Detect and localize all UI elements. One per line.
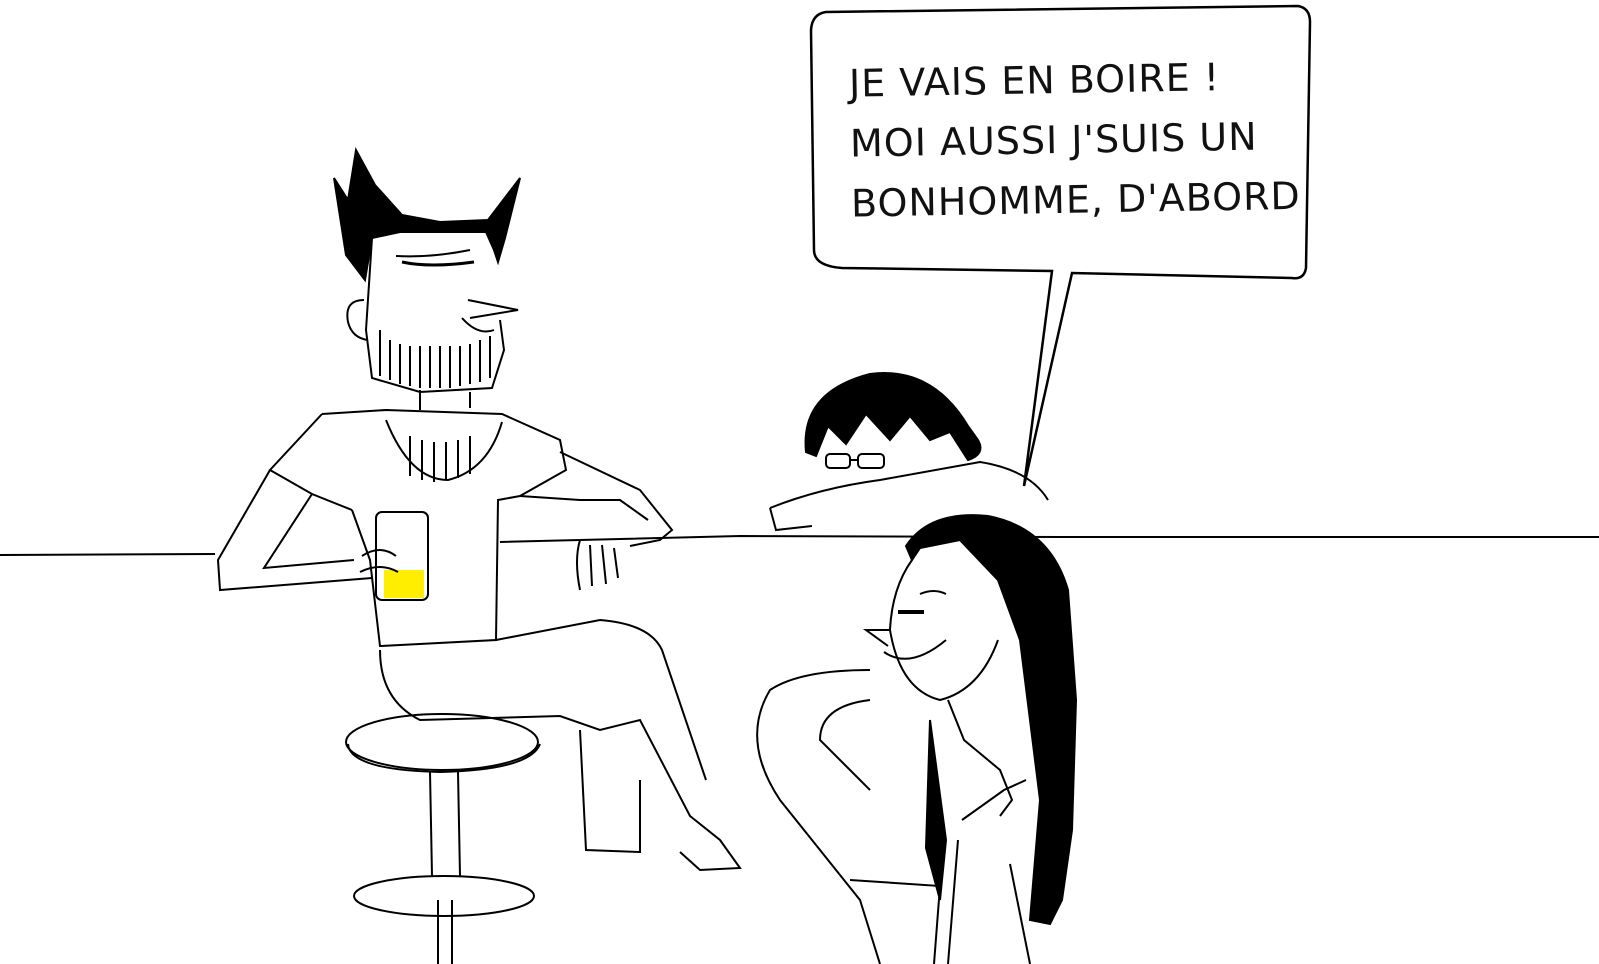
speech-bubble-text: JE VAIS EN BOIRE ! MOI AUSSI J'SUIS UN B… bbox=[848, 46, 1302, 233]
bearded-man bbox=[216, 146, 742, 964]
speech-line-2: MOI AUSSI J'SUIS UN bbox=[849, 114, 1258, 166]
leaning-person bbox=[769, 372, 1049, 532]
speech-bubble bbox=[809, 4, 1312, 487]
bar-counter bbox=[0, 534, 1599, 556]
speech-line-1: JE VAIS EN BOIRE ! bbox=[848, 55, 1221, 106]
spiky-hair bbox=[333, 146, 521, 283]
long-haired-person bbox=[756, 514, 1078, 964]
dark-hair bbox=[804, 372, 982, 462]
speech-line-3: BONHOMME, D'ABORD bbox=[850, 173, 1302, 226]
long-hair bbox=[904, 514, 1078, 926]
drink-glass bbox=[359, 511, 429, 601]
